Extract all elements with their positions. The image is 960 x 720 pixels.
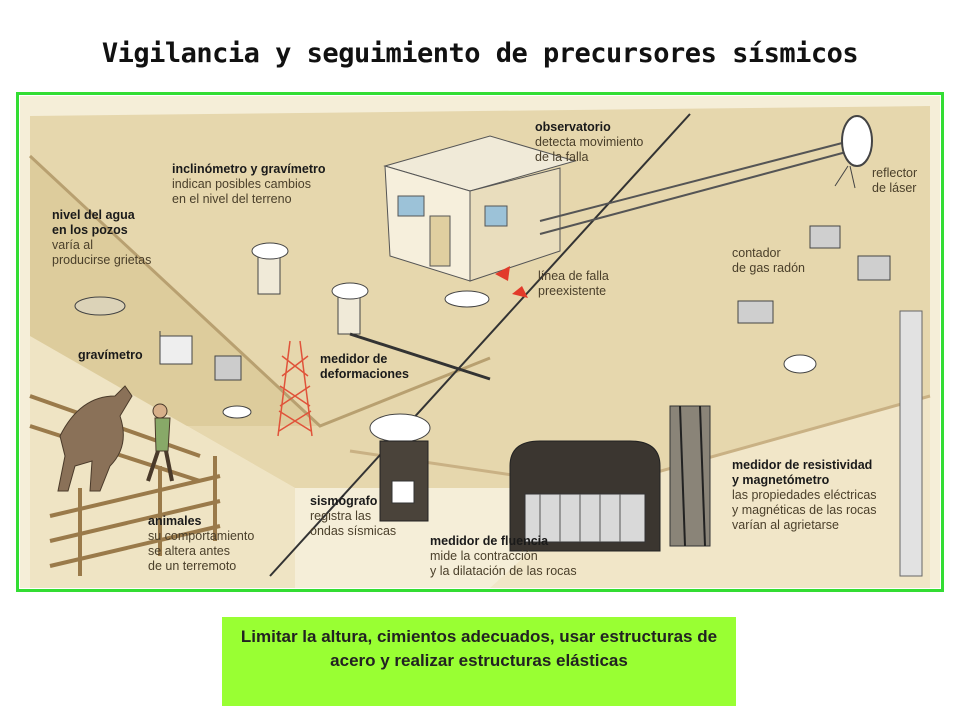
radon-box — [737, 300, 774, 324]
label-contador: contador de gas radón — [732, 246, 805, 275]
label-linea-falla: línea de falla preexistente — [538, 269, 609, 298]
observatory-building — [383, 135, 577, 282]
strain-rod — [349, 332, 491, 381]
fault-edge — [28, 154, 491, 428]
inclinometer-post — [257, 255, 281, 295]
page-title: Vigilancia y seguimiento de precursores … — [101, 38, 859, 69]
gravimeter-unit — [214, 355, 242, 381]
label-inclinometro: inclinómetro y gravímetro indican posibl… — [172, 162, 326, 206]
radon-counter-2 — [857, 255, 891, 281]
label-sismografo: sismógrafo registra las ondas sísmicas — [310, 494, 397, 538]
fault-arrow — [495, 266, 510, 281]
scene-drawing — [20, 96, 940, 588]
caption-box: Limitar la altura, cimientos adecuados, … — [222, 617, 736, 706]
strain-post — [337, 295, 361, 335]
laser-beam — [539, 140, 851, 222]
antenna-tower — [277, 340, 313, 437]
well-pipe — [899, 310, 923, 577]
resistivity-sensor — [783, 354, 817, 374]
gravimeter-box — [159, 335, 193, 365]
seismograph-hut — [369, 413, 431, 522]
radon-counter — [809, 225, 841, 249]
fault-line — [269, 113, 691, 577]
label-medidor-fluencia: medidor de fluencia mide la contracción … — [430, 534, 577, 578]
strain-cap — [331, 282, 369, 300]
label-medidor-deformaciones: medidor de deformaciones — [320, 352, 409, 381]
inclinometer-cap — [251, 242, 289, 260]
fault-marker — [444, 290, 490, 308]
seismic-monitoring-illustration: observatorio detecta movimiento de la fa… — [20, 96, 940, 588]
laser-beam-return — [539, 150, 851, 235]
label-observatorio: observatorio detecta movimiento de la fa… — [535, 120, 644, 164]
label-reflector: reflector de láser — [872, 166, 918, 195]
water-well — [74, 296, 126, 316]
label-nivel-agua: nivel del agua en los pozos varía al pro… — [52, 208, 152, 267]
fault-arrow-2 — [512, 286, 528, 298]
label-gravimetro: gravímetro — [78, 348, 143, 362]
laser-reflector — [834, 115, 873, 189]
ladder-shaft — [669, 405, 711, 547]
label-medidor-resistividad: medidor de resistividad y magnetómetro l… — [732, 458, 877, 532]
person — [146, 403, 174, 482]
label-animales: animales su comportamiento se altera ant… — [148, 514, 255, 573]
creep-meter-tunnel — [509, 440, 661, 552]
horse — [57, 385, 133, 492]
gravimeter-pad — [222, 405, 252, 419]
